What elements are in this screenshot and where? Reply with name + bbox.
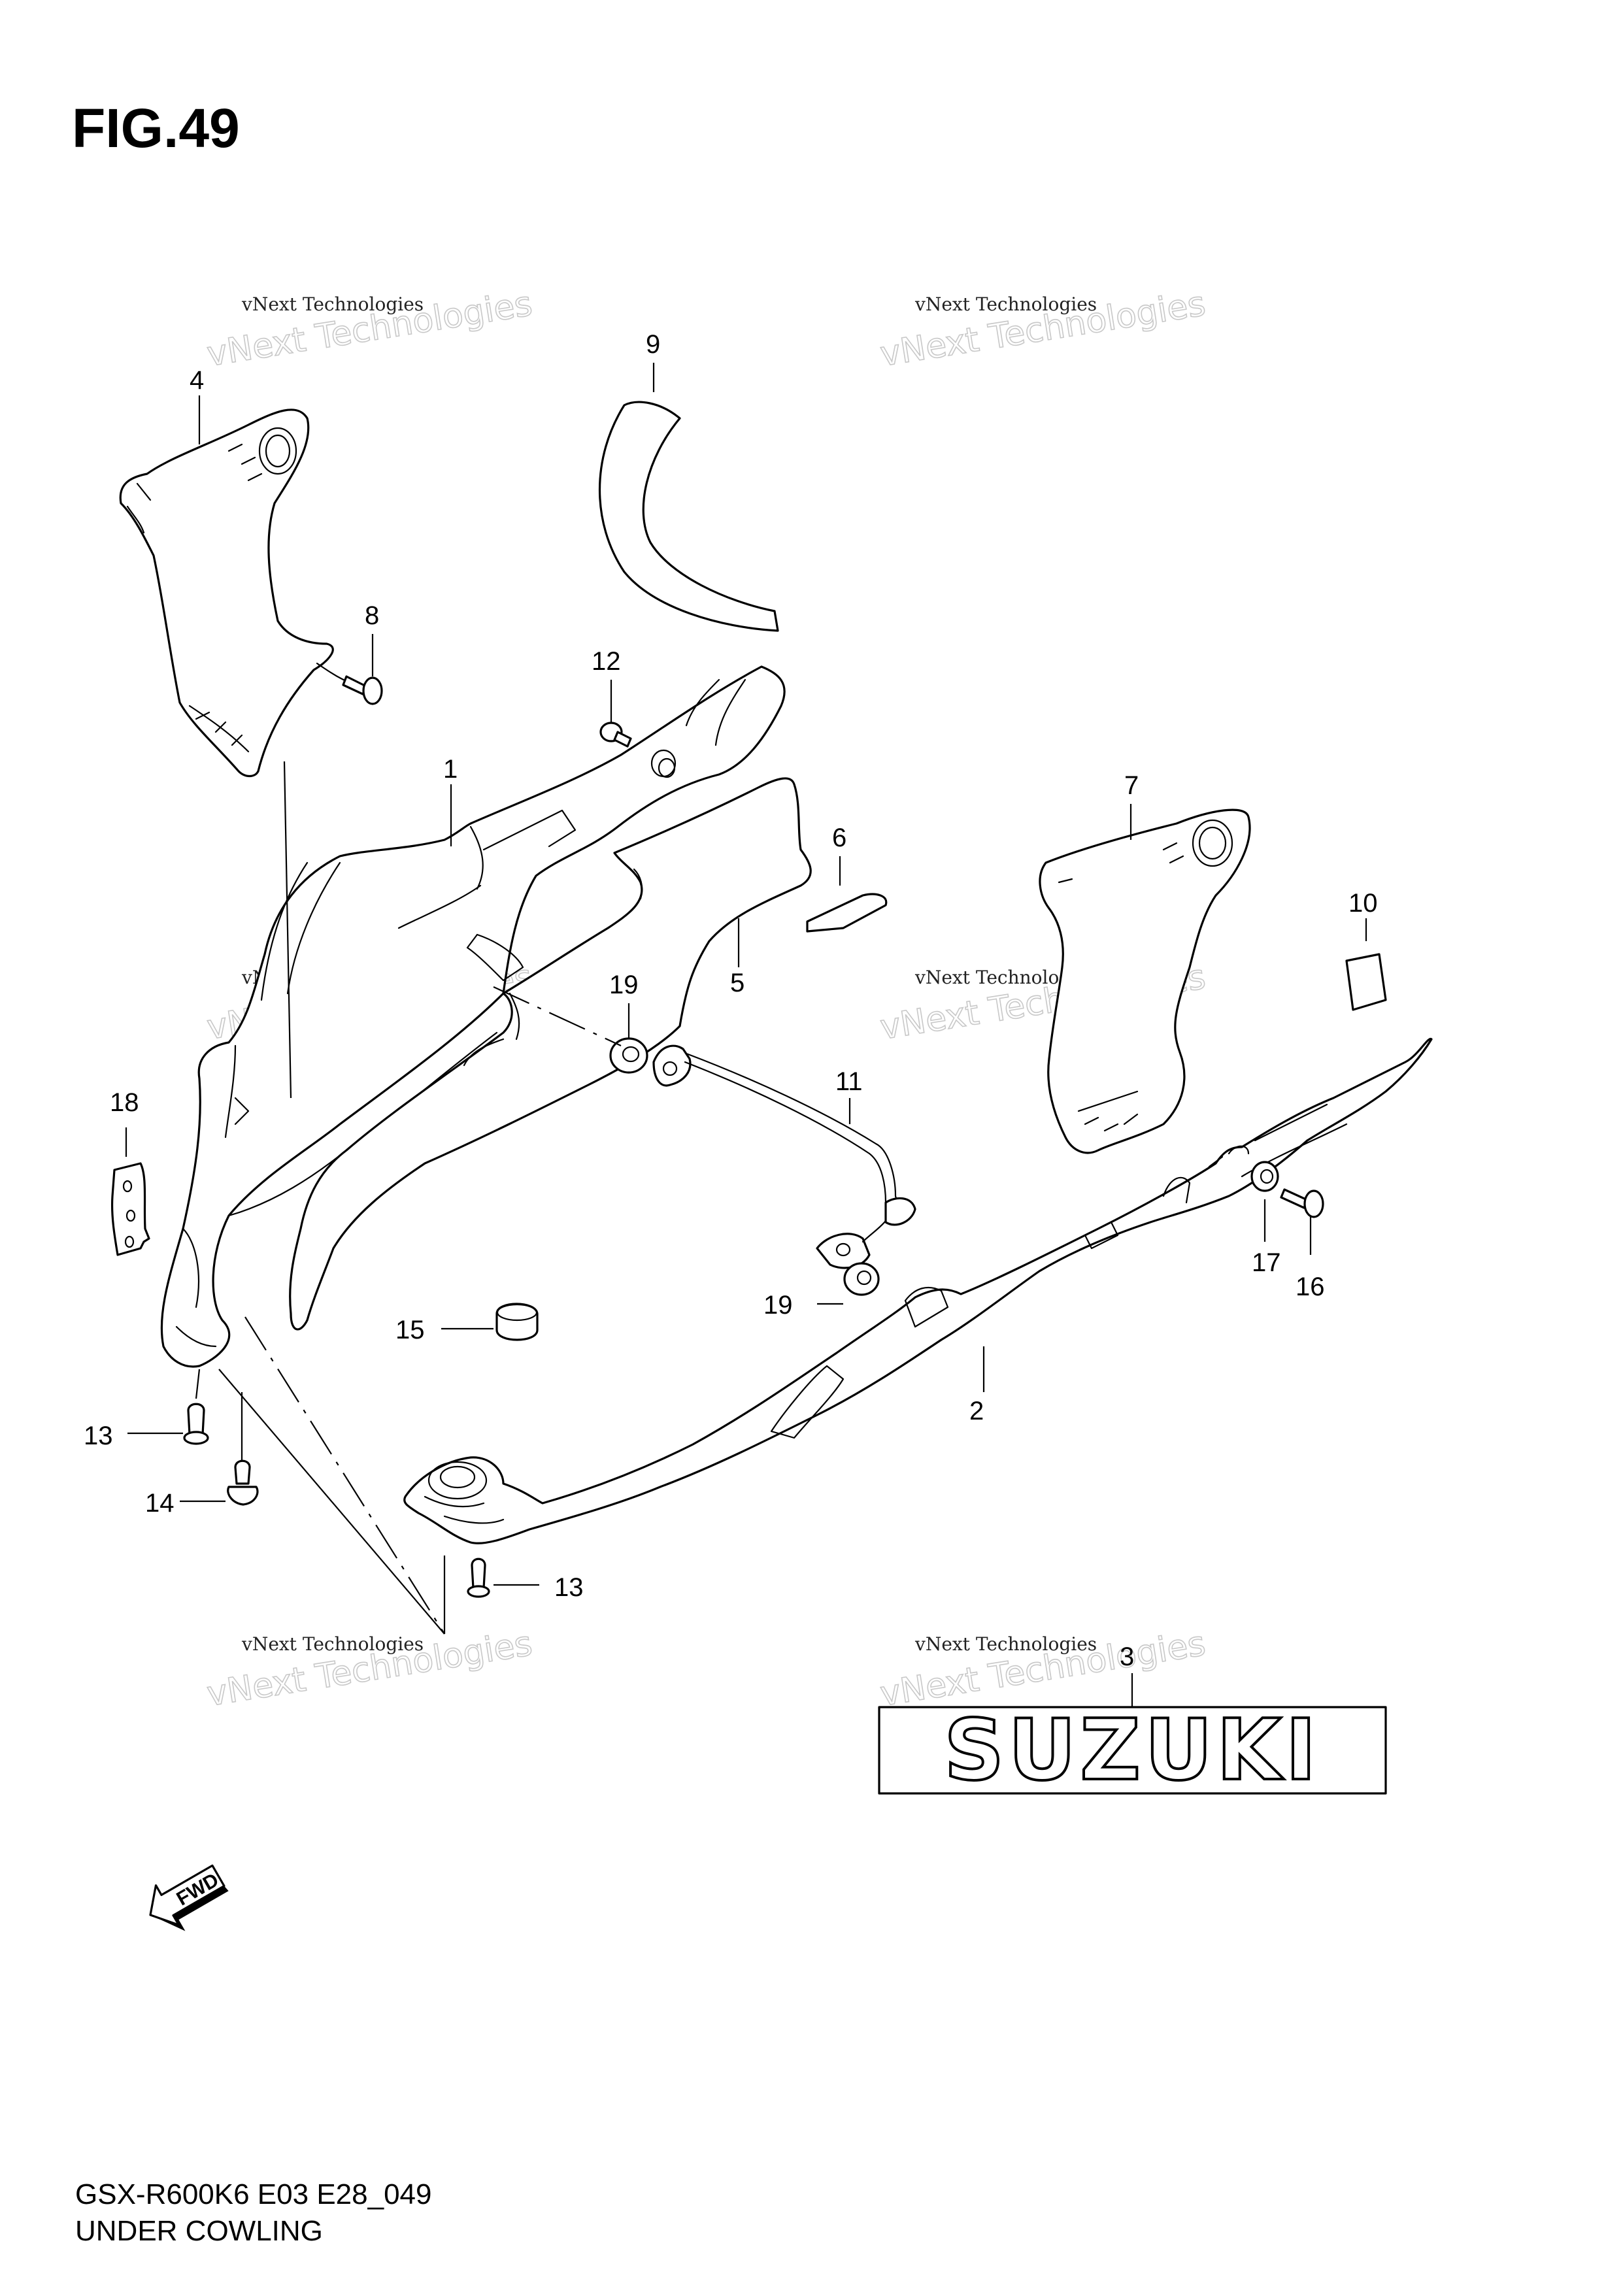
figure-title: FIG.49 — [72, 97, 240, 159]
part-8-screw — [316, 634, 383, 705]
part-13-rivet-lower — [467, 1557, 539, 1598]
callout-labels: 4 9 8 12 1 7 6 10 5 19 11 18 19 17 16 15… — [84, 330, 1378, 1671]
part-4-inner-panel-left — [119, 408, 334, 778]
figure-caption: UNDER COWLING — [75, 2215, 323, 2247]
callout-18: 18 — [110, 1088, 139, 1117]
callout-6: 6 — [832, 824, 846, 852]
part-14-clip — [180, 1459, 259, 1506]
callout-7: 7 — [1124, 771, 1139, 800]
callout-15: 15 — [395, 1316, 425, 1344]
callout-4: 4 — [190, 366, 204, 395]
watermark-small-text: vNext Technologies — [914, 1633, 1097, 1655]
panel-hole — [258, 427, 297, 475]
callout-1: 1 — [443, 755, 458, 784]
callout-13-left: 13 — [84, 1422, 113, 1450]
callout-2: 2 — [969, 1397, 984, 1425]
part-5-heat-shield — [289, 777, 812, 1331]
watermark-small-text: vNext Technologies — [914, 293, 1097, 315]
part-3-decal: SUZUKI — [878, 1673, 1387, 1801]
callout-9: 9 — [646, 330, 660, 359]
callout-10: 10 — [1348, 889, 1378, 918]
watermark: vNext Technologies vNext Technologies — [877, 284, 1209, 374]
part-16-screw — [1280, 1188, 1324, 1255]
assembly-lines — [195, 761, 622, 1635]
callout-8: 8 — [365, 601, 379, 630]
part-11-bracket — [652, 1044, 916, 1269]
callout-11: 11 — [835, 1067, 863, 1096]
model-code: GSX-R600K6 E03 E28_049 — [75, 2178, 432, 2210]
callout-16: 16 — [1296, 1273, 1325, 1301]
watermark-small-text: vNext Technologies — [241, 293, 424, 315]
panel-hole — [1192, 819, 1233, 867]
part-18-bracket — [110, 1127, 150, 1256]
part-19-grommet-upper — [609, 1003, 648, 1074]
callout-19-lower: 19 — [763, 1291, 793, 1320]
callout-14: 14 — [145, 1489, 175, 1518]
callout-19-upper: 19 — [609, 971, 639, 999]
part-17-grommet — [1250, 1161, 1279, 1242]
part-2-under-cowling-lower — [403, 1038, 1433, 1544]
watermark: vNext Technologies vNext Technologies — [877, 1623, 1209, 1714]
watermark-small-text: vNext Technologies — [241, 1633, 424, 1655]
watermark: vNext Technologies vNext Technologies — [204, 284, 535, 374]
callout-12: 12 — [592, 647, 621, 676]
callout-3: 3 — [1120, 1642, 1134, 1671]
callout-17: 17 — [1252, 1248, 1281, 1277]
callout-5: 5 — [730, 969, 745, 997]
part-19-grommet-lower — [817, 1262, 880, 1305]
fwd-arrow: FWD — [149, 1864, 229, 1931]
part-12-bolt — [599, 680, 632, 748]
part-7-inner-panel-right — [1039, 804, 1251, 1154]
decal-text: SUZUKI — [944, 1702, 1320, 1799]
watermark: vNext Technologies vNext Technologies — [204, 1623, 535, 1714]
part-15-cap — [441, 1303, 539, 1341]
part-13-rivet-left — [127, 1403, 209, 1445]
decal-frame — [878, 1706, 1387, 1795]
part-9-hose — [599, 363, 779, 632]
part-10-label — [1345, 918, 1387, 1011]
callout-13-lower: 13 — [554, 1573, 584, 1602]
part-6-pad — [806, 856, 888, 933]
